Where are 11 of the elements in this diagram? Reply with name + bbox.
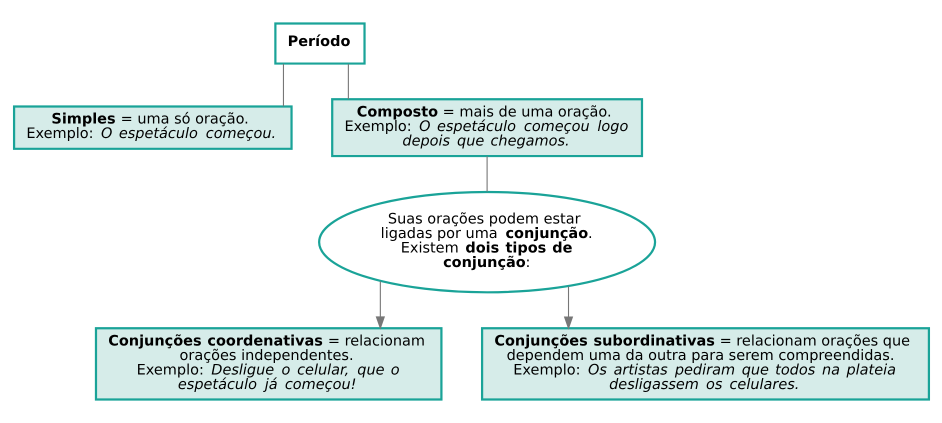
connector [347, 64, 348, 100]
node-box: Conjunções coordenativas = relacionam orações independentes. Exemplo: Desligue o celular, que o espetáculo já começou! [94, 327, 442, 401]
connector [486, 156, 488, 192]
node-box: Composto = mais de uma oração. Exemplo: O espetáculo começou logo depois que chegamos. [330, 98, 643, 158]
node-box: Período [274, 22, 366, 65]
node-box: Conjunções subordinativas = relacionam orações que dependem uma da outra para serem compreendidas. Exemplo: Os artistas pediram que todos na plateia desligassem os celulares. [480, 327, 930, 401]
node-box: Simples = uma só oração. Exemplo: O espetáculo começou. [12, 105, 292, 150]
connector [282, 64, 284, 106]
arrow [563, 286, 573, 330]
node-ellipse: Suas orações podem estar ligadas por uma conjunção. Existem dois tipos de conjunção: [318, 190, 656, 294]
arrow [375, 281, 385, 330]
